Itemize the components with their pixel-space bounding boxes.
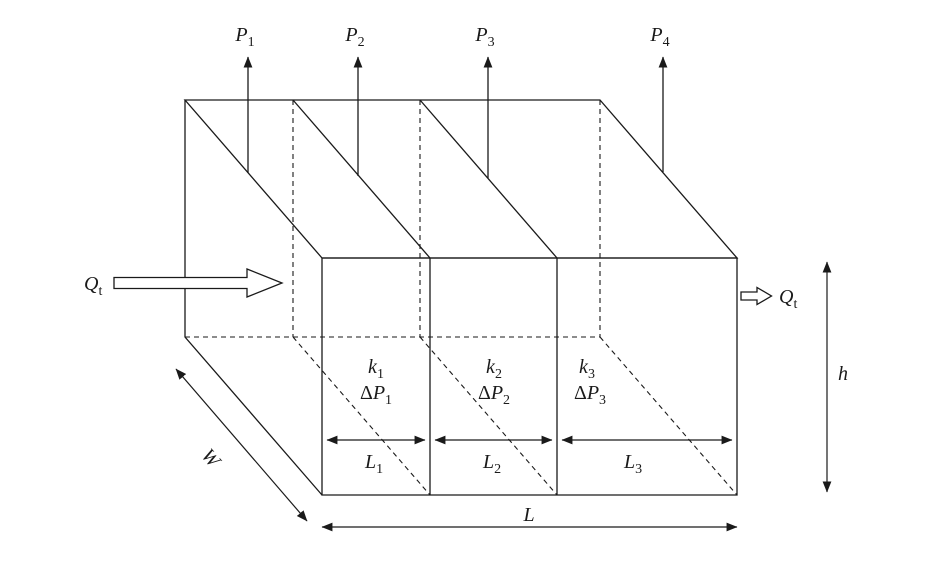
p1-label: P1: [234, 24, 254, 50]
dp1-label: ΔP1: [360, 382, 392, 408]
hidden-edges: [185, 100, 738, 496]
p3-label: P3: [474, 24, 494, 50]
p2-label: P2: [344, 24, 364, 50]
inlet-flow-label: Qt: [84, 273, 102, 299]
hidden-edge-box-bottom-right: [599, 336, 738, 496]
dp3-label: ΔP3: [574, 382, 606, 408]
dp2-label: ΔP2: [478, 382, 510, 408]
partition-1-top-edge: [292, 99, 431, 259]
partition-2-top-edge: [419, 99, 558, 259]
pressure-arrows: [243, 56, 668, 178]
w-dimension-arrow: [175, 368, 308, 522]
l1-label: L1: [364, 451, 383, 477]
h-label: h: [838, 363, 848, 385]
dimension-arrows: [175, 261, 832, 532]
box-front-face: [321, 257, 738, 496]
k3-label: k3: [579, 356, 595, 382]
p4-label: P4: [649, 24, 669, 50]
hidden-edge-partition1-bottom: [292, 336, 431, 496]
l2-label: L2: [482, 451, 501, 477]
outlet-flow-arrow-icon: [740, 286, 773, 306]
w-label: W: [197, 445, 226, 474]
box-left-face-edges: [184, 100, 323, 496]
box-top-face: [183, 99, 739, 259]
inlet-flow-arrow-icon: [113, 268, 284, 298]
k2-label: k2: [486, 356, 502, 382]
hidden-edge-partition2-bottom: [419, 336, 558, 496]
box-geometry: [183, 99, 739, 496]
l3-label: L3: [623, 451, 642, 477]
k1-label: k1: [368, 356, 384, 382]
l-label: L: [522, 504, 534, 526]
outlet-flow-label: Qt: [779, 286, 797, 312]
